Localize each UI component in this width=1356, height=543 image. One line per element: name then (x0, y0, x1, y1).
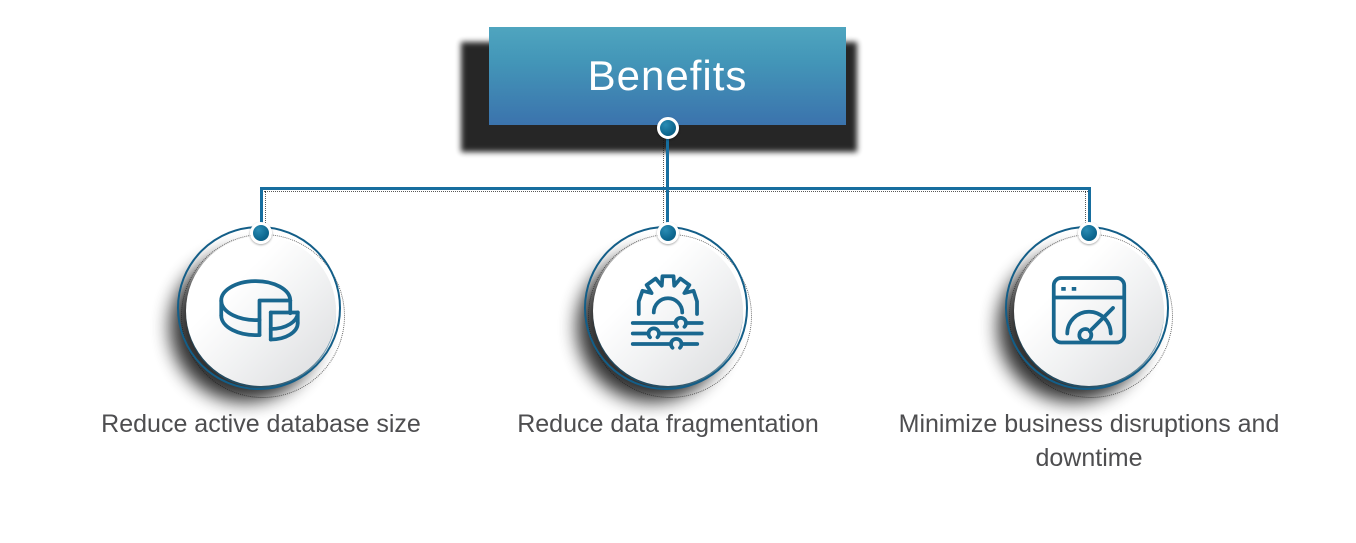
right-circle-connector-dot (1078, 222, 1100, 244)
connector-right-line-shadow (1085, 191, 1086, 233)
diagram-title: Benefits (587, 52, 748, 99)
connector-left-line-shadow (265, 191, 266, 233)
connector-horizontal-line-shadow (264, 191, 1090, 192)
gear-settings-lines-icon (630, 274, 704, 350)
center-circle-connector-dot (657, 222, 679, 244)
connector-left-vertical-line (260, 187, 263, 234)
benefit-label: Reduce data fragmentation (517, 410, 819, 438)
benefit-circle (1014, 236, 1164, 386)
connector-center-vertical-line (666, 128, 669, 234)
connector-right-vertical-line (1088, 187, 1091, 234)
benefits-header-box: Benefits (489, 27, 846, 125)
performance-gauge-window-icon (1051, 276, 1127, 345)
left-circle-connector-dot (250, 222, 272, 244)
header-connector-dot (657, 117, 679, 139)
benefit-label: Minimize business disruptions and downti… (898, 410, 1280, 472)
benefit-label: Reduce active database size (101, 410, 421, 438)
benefit-circle (186, 236, 336, 386)
connector-horizontal-line (260, 187, 1091, 190)
connector-center-line-shadow (663, 133, 664, 231)
benefit-circle (593, 236, 743, 386)
pie-chart-3d-icon (219, 279, 300, 342)
